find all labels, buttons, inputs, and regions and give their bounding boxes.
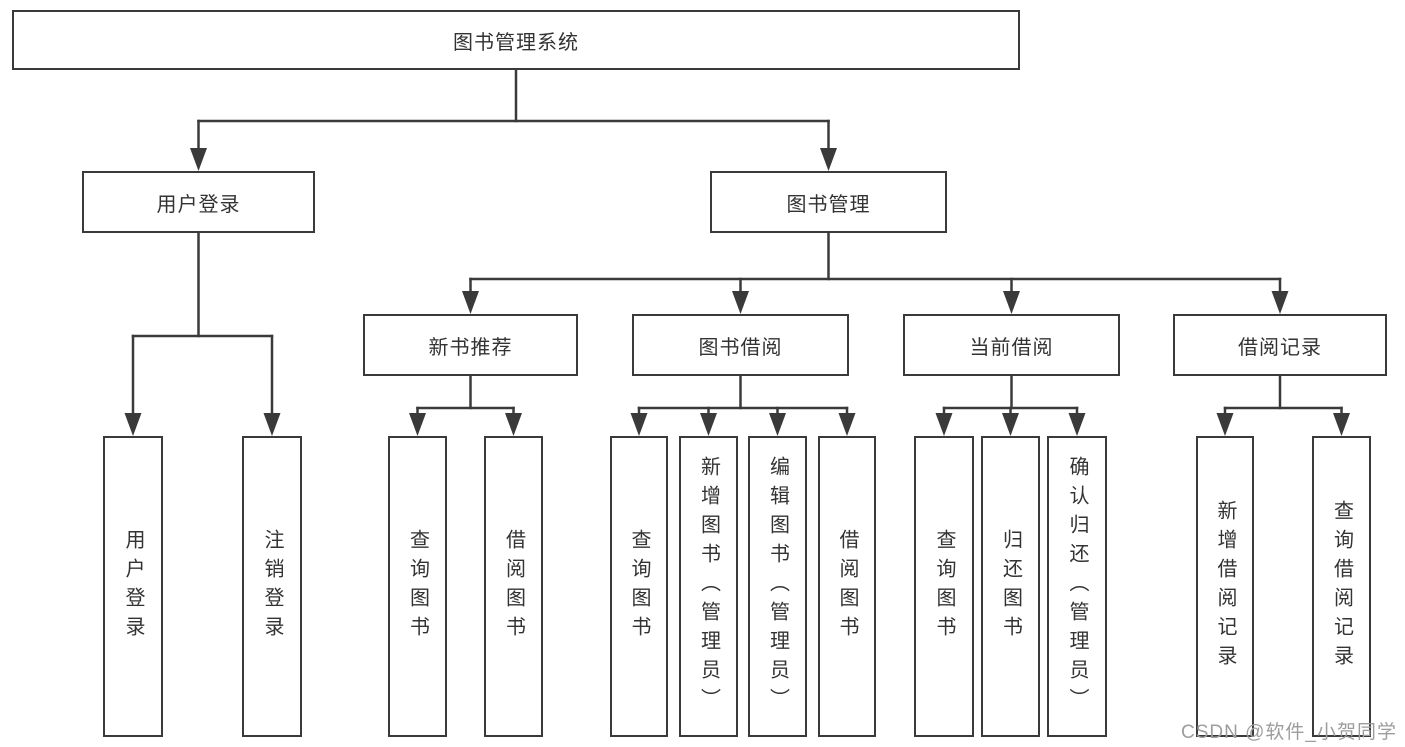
leaf-add-borrow-record: 新增借阅记录	[1196, 436, 1254, 737]
leaf-user-login: 用户登录	[103, 436, 163, 737]
leaf-add-borrow-record-label: 新增借阅记录	[1214, 499, 1236, 674]
node-new-book-recommend: 新书推荐	[363, 314, 578, 376]
node-current-borrow-label: 当前借阅	[969, 336, 1054, 359]
leaf-confirm-return-admin: 确认归还（管理员）	[1047, 436, 1107, 737]
leaf-borrow-query-book: 查询图书	[610, 436, 668, 737]
leaf-current-query-book-label: 查询图书	[933, 528, 955, 645]
node-root-label: 图书管理系统	[453, 31, 579, 54]
leaf-confirm-return-admin-label: 确认归还（管理员）	[1066, 456, 1088, 717]
leaf-newbook-query-book-label: 查询图书	[406, 528, 429, 645]
leaf-borrow-borrow-book: 借阅图书	[818, 436, 876, 737]
node-user-login-label: 用户登录	[156, 193, 241, 216]
leaf-newbook-query-book: 查询图书	[388, 436, 447, 737]
leaf-borrow-query-book-label: 查询图书	[628, 528, 650, 645]
node-root-system: 图书管理系统	[12, 10, 1020, 70]
node-borrow-record-label: 借阅记录	[1238, 336, 1322, 359]
leaf-newbook-borrow-book: 借阅图书	[484, 436, 543, 737]
node-new-book-recommend-label: 新书推荐	[428, 336, 513, 359]
node-book-management: 图书管理	[710, 171, 947, 233]
leaf-current-query-book: 查询图书	[914, 436, 974, 737]
node-book-borrow-label: 图书借阅	[698, 336, 783, 359]
leaf-return-book: 归还图书	[981, 436, 1040, 737]
leaf-add-book-admin-label: 新增图书（管理员）	[697, 456, 720, 717]
node-book-management-label: 图书管理	[786, 193, 871, 216]
leaf-newbook-borrow-book-label: 借阅图书	[502, 528, 525, 645]
node-book-borrow: 图书借阅	[632, 314, 849, 376]
leaf-add-book-admin: 新增图书（管理员）	[679, 436, 738, 737]
leaf-borrow-borrow-book-label: 借阅图书	[836, 528, 858, 645]
node-user-login: 用户登录	[82, 171, 315, 233]
node-current-borrow: 当前借阅	[903, 314, 1120, 376]
leaf-logout-label: 注销登录	[261, 528, 283, 645]
leaf-user-login-label: 用户登录	[122, 528, 144, 645]
leaf-query-borrow-record-label: 查询借阅记录	[1330, 499, 1353, 674]
leaf-logout: 注销登录	[242, 436, 302, 737]
leaf-edit-book-admin-label: 编辑图书（管理员）	[766, 456, 789, 717]
leaf-edit-book-admin: 编辑图书（管理员）	[748, 436, 807, 737]
leaf-return-book-label: 归还图书	[999, 528, 1022, 645]
csdn-watermark: CSDN @软件_小贺同学	[1181, 722, 1397, 743]
node-borrow-record: 借阅记录	[1173, 314, 1387, 376]
leaf-query-borrow-record: 查询借阅记录	[1312, 436, 1371, 737]
